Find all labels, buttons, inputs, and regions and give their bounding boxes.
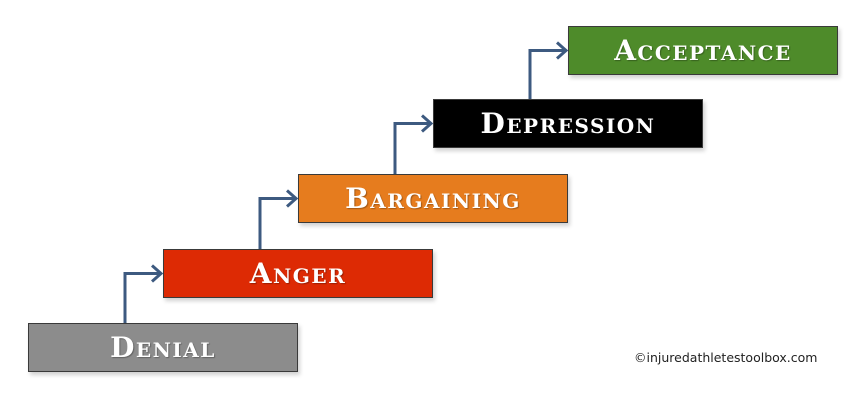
stage-bargaining: Bargaining — [298, 174, 568, 223]
arrowhead-icon — [556, 41, 569, 60]
arrowhead-icon — [286, 189, 299, 208]
connector-arrow — [528, 49, 566, 99]
stage-acceptance: Acceptance — [568, 26, 838, 75]
stage-label: Acceptance — [614, 34, 792, 67]
stage-label: Denial — [110, 331, 216, 364]
arrowhead-icon — [421, 114, 434, 133]
stage-denial: Denial — [28, 323, 298, 372]
stage-anger: Anger — [163, 249, 433, 298]
connector-arrow — [123, 272, 161, 323]
copyright-credit: ©injuredathletestoolbox.com — [634, 350, 818, 365]
stage-label: Anger — [249, 257, 347, 290]
stage-label: Bargaining — [345, 182, 521, 215]
arrowhead-icon — [151, 264, 164, 283]
stage-depression: Depression — [433, 99, 703, 148]
stage-label: Depression — [480, 107, 656, 140]
connector-arrow — [393, 122, 431, 174]
connector-arrow — [258, 197, 296, 249]
